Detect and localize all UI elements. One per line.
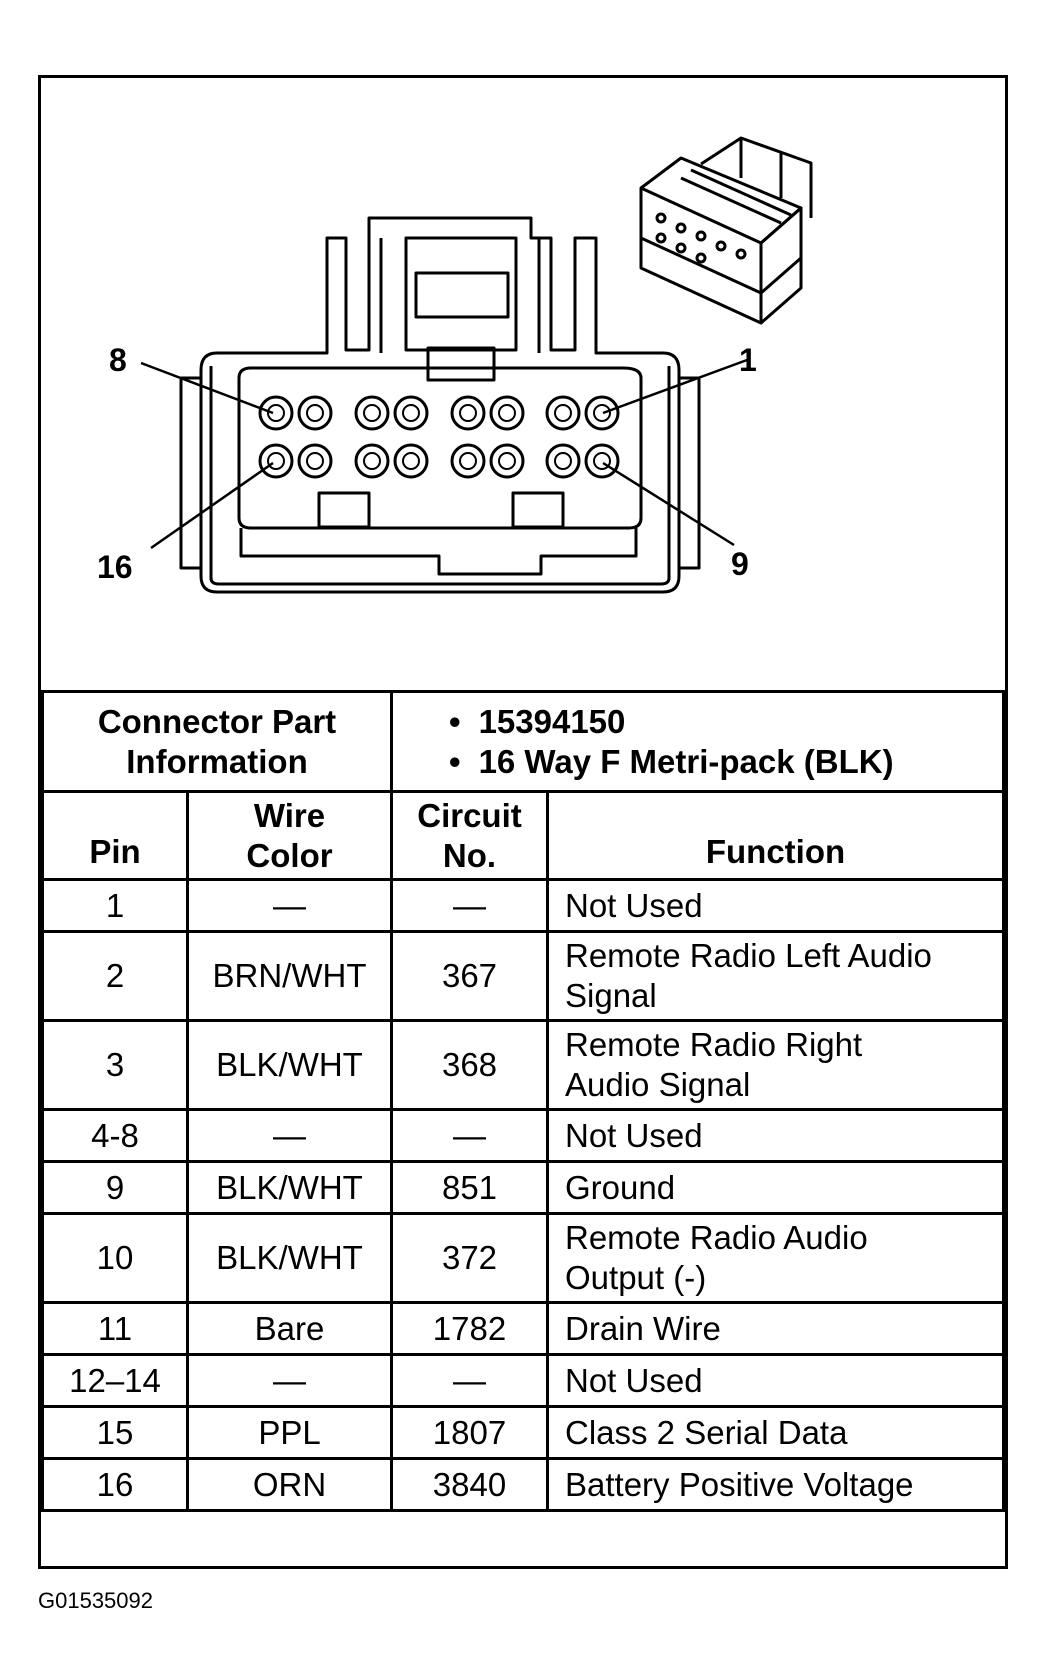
table-row: 15 PPL 1807 Class 2 Serial Data	[41, 1405, 1005, 1460]
circuit-cell: —	[390, 1108, 549, 1163]
pin-cell: 10	[41, 1212, 189, 1304]
pin-cell: 11	[41, 1301, 189, 1356]
header-wire-color: Wire Color	[186, 790, 393, 881]
part-info-label: Connector Part Information	[41, 690, 393, 793]
wire-color-cell: BLK/WHT	[186, 1019, 393, 1111]
header-circuit-no: Circuit No.	[390, 790, 549, 881]
pin-cell: 2	[41, 930, 189, 1022]
pin-cell: 16	[41, 1457, 189, 1512]
pin-callout-16: 16	[97, 549, 133, 585]
table-row: 12–14 — — Not Used	[41, 1353, 1005, 1408]
table-row: 10 BLK/WHT 372 Remote Radio Audio Output…	[41, 1212, 1005, 1304]
part-number: 15394150	[449, 702, 1002, 742]
function-cell: Remote Radio Audio Output (-)	[546, 1212, 1005, 1304]
lock-tab	[317, 491, 371, 529]
function-cell: Drain Wire	[546, 1301, 1005, 1356]
function-cell: Not Used	[546, 1353, 1005, 1408]
pin-cell: 3	[41, 1019, 189, 1111]
wire-color-cell: ORN	[186, 1457, 393, 1512]
wire-color-cell: PPL	[186, 1405, 393, 1460]
function-cell: Battery Positive Voltage	[546, 1457, 1005, 1512]
pin-callout-9: 9	[731, 546, 749, 582]
part-info-row: Connector Part Information 15394150 16 W…	[41, 690, 1005, 793]
circuit-cell: —	[390, 878, 549, 933]
wire-color-cell: Bare	[186, 1301, 393, 1356]
connector-diagram: 8 1 16 9	[97, 136, 813, 594]
pin-callout-8: 8	[109, 342, 127, 378]
circuit-cell: 1782	[390, 1301, 549, 1356]
function-cell: Not Used	[546, 878, 1005, 933]
function-cell: Class 2 Serial Data	[546, 1405, 1005, 1460]
wire-color-cell: —	[186, 878, 393, 933]
circuit-cell: 1807	[390, 1405, 549, 1460]
circuit-cell: 851	[390, 1160, 549, 1215]
pin-cell: 1	[41, 878, 189, 933]
latch	[404, 236, 518, 352]
wire-color-cell: —	[186, 1108, 393, 1163]
pin-cell: 12–14	[41, 1353, 189, 1408]
table-row: 2 BRN/WHT 367 Remote Radio Left Audio Si…	[41, 930, 1005, 1022]
pin-cell: 9	[41, 1160, 189, 1215]
pin-callout-1: 1	[739, 342, 757, 378]
header-pin: Pin	[41, 790, 189, 881]
connector-housing-outline	[199, 216, 681, 594]
circuit-cell: —	[390, 1353, 549, 1408]
connector-table: Connector Part Information 15394150 16 W…	[41, 690, 1005, 1512]
table-row: 3 BLK/WHT 368 Remote Radio Right Audio S…	[41, 1019, 1005, 1111]
connector-figure: 8 1 16 9 Connector Part Information 1539…	[38, 75, 1008, 1569]
figure-id: G01535092	[38, 1588, 153, 1613]
wire-color-cell: BRN/WHT	[186, 930, 393, 1022]
part-info-values: 15394150 16 Way F Metri-pack (BLK)	[390, 690, 1005, 793]
table-row: 4-8 — — Not Used	[41, 1108, 1005, 1163]
table-row: 9 BLK/WHT 851 Ground	[41, 1160, 1005, 1215]
pin-cell: 15	[41, 1405, 189, 1460]
part-description: 16 Way F Metri-pack (BLK)	[449, 742, 1002, 782]
wire-color-cell: —	[186, 1353, 393, 1408]
table-row: 11 Bare 1782 Drain Wire	[41, 1301, 1005, 1356]
terminal-cavities	[258, 395, 620, 479]
wire-color-cell: BLK/WHT	[186, 1212, 393, 1304]
table-row: 16 ORN 3840 Battery Positive Voltage	[41, 1457, 1005, 1512]
circuit-cell: 3840	[390, 1457, 549, 1512]
table-row: 1 — — Not Used	[41, 878, 1005, 933]
function-cell: Not Used	[546, 1108, 1005, 1163]
function-cell: Ground	[546, 1160, 1005, 1215]
lock-tab	[511, 491, 565, 529]
pin-cell: 4-8	[41, 1108, 189, 1163]
circuit-cell: 367	[390, 930, 549, 1022]
function-cell: Remote Radio Right Audio Signal	[546, 1019, 1005, 1111]
header-function: Function	[546, 790, 1005, 881]
function-cell: Remote Radio Left Audio Signal	[546, 930, 1005, 1022]
wire-color-cell: BLK/WHT	[186, 1160, 393, 1215]
header-row: Pin Wire Color Circuit No. Function	[41, 790, 1005, 881]
circuit-cell: 368	[390, 1019, 549, 1111]
connector-isometric-view	[639, 136, 813, 325]
circuit-cell: 372	[390, 1212, 549, 1304]
